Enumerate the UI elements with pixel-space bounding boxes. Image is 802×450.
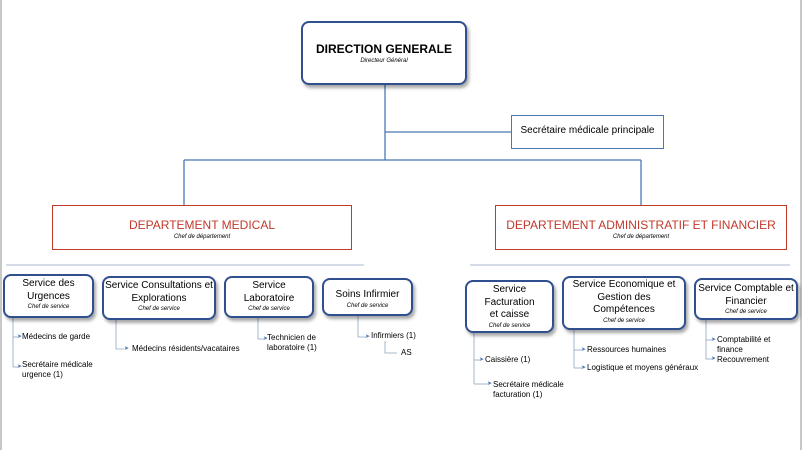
arrow-icon: ➤ [263, 336, 269, 342]
staff-comptable-1: Recouvrement [717, 355, 770, 364]
service-facturation-subtitle: Chef de service [488, 322, 531, 329]
dept-admin-subtitle: Chef de département [612, 234, 670, 240]
service-laboratoire-title: Service Laboratoire [243, 280, 295, 304]
dept-medical-title: DEPARTEMENT MEDICAL [128, 218, 276, 232]
staff-urgences-1: Secrétaire médicale urgence (1) [22, 360, 93, 380]
secretary-box: Secrétaire médicale principale [511, 115, 664, 149]
direction-generale-box: DIRECTION GENERALE Directeur Général [301, 21, 467, 85]
service-comptable-box: Service Comptable et Financier Chef de s… [694, 278, 798, 320]
staff-consultations-0: Médecins résidents/vacataires [132, 344, 240, 353]
service-comptable-subtitle: Chef de service [725, 309, 767, 315]
arrow-icon: ➤ [17, 364, 23, 370]
arrow-icon: ➤ [17, 334, 23, 340]
service-facturation-title: Service Facturation et caisse [484, 284, 535, 320]
direction-subtitle: Directeur Général [360, 58, 408, 64]
service-soins-subtitle: Chef de service [346, 302, 389, 309]
arrow-icon: ➤ [487, 381, 493, 387]
service-economique-box: Service Economique et Gestion des Compét… [562, 276, 686, 330]
dept-medical-subtitle: Chef de département [173, 234, 231, 240]
service-urgences-title: Service des Urgences [22, 278, 75, 302]
staff-soins-0: Infirmiers (1) [371, 331, 416, 340]
arrow-icon: ➤ [711, 337, 717, 343]
arrow-icon: ➤ [365, 334, 371, 340]
service-soins-title: Soins Infirmier [335, 289, 400, 300]
service-soins-box: Soins Infirmier Chef de service [322, 278, 413, 316]
arrow-icon: ➤ [124, 346, 130, 352]
service-economique-title: Service Economique et Gestion des Compét… [572, 279, 676, 315]
staff-laboratoire-0: Technicien de laboratoire (1) [267, 333, 317, 353]
service-laboratoire-box: Service Laboratoire Chef de service [224, 276, 314, 318]
staff-facturation-0: Caissière (1) [485, 355, 531, 364]
arrow-icon: ➤ [581, 347, 587, 353]
staff-urgences-0: Médecins de garde [22, 332, 91, 341]
arrow-icon: ➤ [479, 357, 485, 363]
arrow-icon: ➤ [581, 365, 587, 371]
page-frame-left [0, 0, 2, 450]
service-consultations-box: Service Consultations et Explorations Ch… [102, 276, 216, 320]
arrow-icon: ➤ [711, 356, 717, 362]
service-facturation-box: Service Facturation et caisse Chef de se… [465, 280, 554, 333]
service-urgences-subtitle: Chef de service [27, 304, 70, 310]
dept-medical-box: DEPARTEMENT MEDICAL Chef de département [52, 205, 352, 250]
service-economique-subtitle: Chef de service [603, 317, 645, 324]
direction-title: DIRECTION GENERALE [315, 42, 452, 56]
staff-comptable-0: Comptabilité et finance [717, 335, 771, 355]
service-consultations-subtitle: Chef de service [138, 306, 180, 312]
service-comptable-title: Service Comptable et Financier [698, 283, 794, 307]
secretary-label: Secrétaire médicale principale [520, 125, 655, 136]
staff-facturation-1: Secrétaire médicale facturation (1) [493, 380, 564, 400]
page-frame-right [800, 0, 802, 450]
service-laboratoire-subtitle: Chef de service [248, 306, 290, 312]
staff-soins-1: AS [401, 348, 412, 357]
staff-economique-0: Ressources humaines [587, 345, 667, 354]
dept-admin-title: DEPARTEMENT ADMINISTRATIF ET FINANCIER [506, 218, 776, 232]
service-consultations-title: Service Consultations et Explorations [105, 280, 213, 304]
dept-admin-box: DEPARTEMENT ADMINISTRATIF ET FINANCIER C… [495, 205, 787, 250]
service-urgences-box: Service des Urgences Chef de service [3, 274, 94, 318]
staff-economique-1: Logistique et moyens généraux [587, 363, 699, 372]
